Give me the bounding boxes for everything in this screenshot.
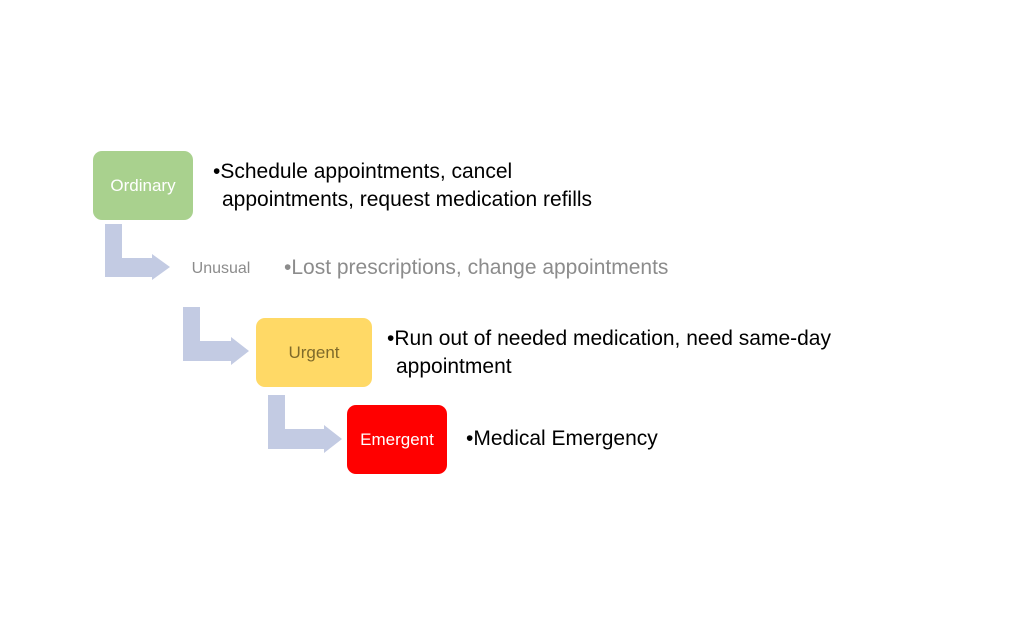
- description-line: •Medical Emergency: [466, 427, 658, 450]
- arrow-unusual-to-urgent: [183, 307, 249, 365]
- level-ordinary-box: Ordinary: [93, 151, 193, 220]
- level-unusual-description: •Lost prescriptions, change appointments: [284, 254, 668, 282]
- description-line: appointment: [396, 355, 512, 378]
- arrow-ordinary-to-unusual: [105, 224, 170, 280]
- description-line: appointments, request medication refills: [222, 188, 593, 211]
- description-line: •Lost prescriptions, change appointments: [284, 256, 669, 279]
- level-ordinary-description: •Schedule appointments, cancel appointme…: [213, 158, 592, 214]
- level-unusual-box: Unusual: [180, 254, 262, 284]
- arrow-urgent-to-emergent: [268, 395, 342, 453]
- level-emergent-description: •Medical Emergency: [466, 425, 658, 453]
- level-label: Ordinary: [110, 175, 176, 195]
- description-line: •Run out of needed medication, need same…: [387, 327, 831, 350]
- level-label: Emergent: [360, 429, 434, 449]
- description-line: •Schedule appointments, cancel: [213, 160, 513, 183]
- level-label: Urgent: [288, 342, 340, 362]
- level-label: Unusual: [191, 260, 251, 277]
- level-emergent-box: Emergent: [347, 405, 447, 474]
- level-urgent-box: Urgent: [256, 318, 372, 387]
- level-urgent-description: •Run out of needed medication, need same…: [387, 325, 831, 381]
